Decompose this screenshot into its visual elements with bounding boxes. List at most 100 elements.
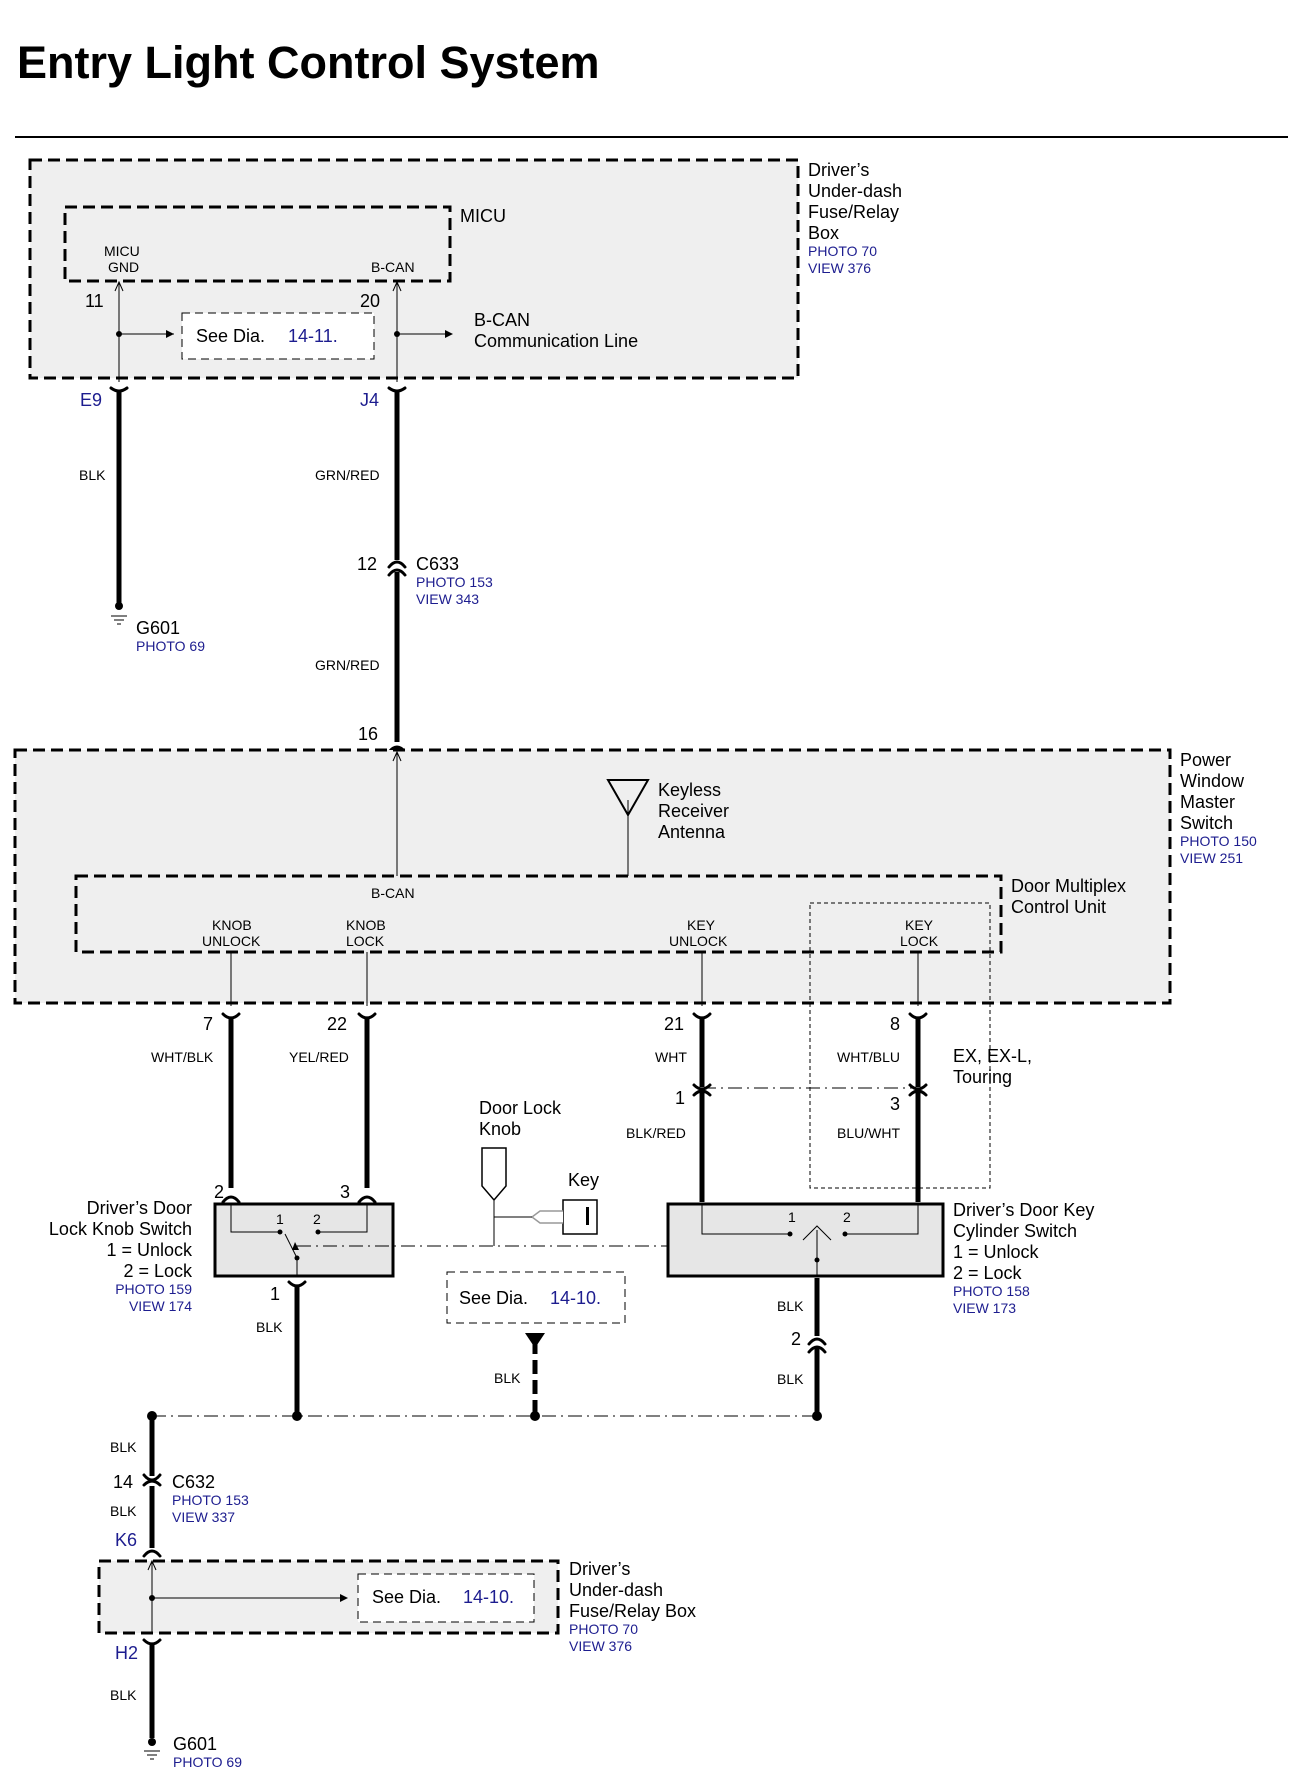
connector-c633-upper [387, 560, 407, 569]
top-box-label-2: Under-dash [808, 181, 902, 201]
junction-dot [530, 1411, 540, 1421]
top-box-view[interactable]: VIEW 376 [808, 260, 871, 276]
title-rule [15, 136, 1288, 138]
knob-switch-label-4: 2 = Lock [123, 1261, 193, 1281]
knob-switch-view[interactable]: VIEW 174 [129, 1298, 192, 1314]
wire-label-wht-blk: WHT/BLK [151, 1049, 214, 1065]
connector-key-pin3-b [908, 1089, 928, 1097]
micu-bcan-pin: B-CAN [371, 259, 415, 275]
wire-label-blk-lower-3: BLK [110, 1687, 137, 1703]
g601-lower-photo[interactable]: PHOTO 69 [173, 1754, 242, 1770]
pwms-label-2: Window [1180, 771, 1245, 791]
key-switch-wire-1 [701, 1204, 790, 1235]
see-dia-box-mid[interactable] [446, 1271, 626, 1324]
key-icon-slot [586, 1207, 589, 1225]
connector-key-pin3-a [908, 1083, 928, 1091]
pwms-photo[interactable]: PHOTO 150 [1180, 833, 1257, 849]
pin-7: 7 [203, 1014, 213, 1034]
connector-k6 [142, 1549, 162, 1558]
contact-dot [787, 1231, 793, 1237]
c632-pin: 14 [113, 1472, 133, 1492]
wire-label-blk-lower-2: BLK [110, 1503, 137, 1519]
see-dia-box-top[interactable] [181, 312, 375, 360]
dmcu-label-2: Control Unit [1011, 897, 1106, 917]
contact-dot [842, 1231, 848, 1237]
terminal-j4: J4 [360, 390, 379, 410]
c632-view[interactable]: VIEW 337 [172, 1509, 235, 1525]
option-boundary-box [809, 902, 991, 1189]
wire-label-blk-lower-1: BLK [110, 1439, 137, 1455]
pin-knob-unlock-1: KNOB [212, 917, 252, 933]
connector-h2 [142, 1638, 162, 1646]
c633-name: C633 [416, 554, 459, 574]
connector-pin8 [908, 1012, 928, 1020]
knob-switch-photo[interactable]: PHOTO 159 [115, 1281, 192, 1297]
key-cyl-view[interactable]: VIEW 173 [953, 1300, 1016, 1316]
antenna-label-3: Antenna [658, 822, 726, 842]
lower-box-label-2: Under-dash [569, 1580, 663, 1600]
wire-label-blk-knob: BLK [256, 1319, 283, 1335]
key-label: Key [568, 1170, 599, 1190]
wire-label-wht-blu: WHT/BLU [837, 1049, 900, 1065]
wire-label-blk-mid: BLK [494, 1370, 521, 1386]
arrowhead [147, 1559, 157, 1571]
g601-upper-photo[interactable]: PHOTO 69 [136, 638, 205, 654]
arrowhead [392, 750, 402, 762]
connector-c632-b [142, 1479, 162, 1487]
pwms-view[interactable]: VIEW 251 [1180, 850, 1243, 866]
key-contact-2: 2 [843, 1209, 851, 1225]
pin-11: 11 [85, 291, 104, 311]
see-dia-mid-ref[interactable]: 14-10. [550, 1288, 601, 1308]
c633-pin: 12 [357, 554, 377, 574]
key-pin-2: 2 [791, 1329, 801, 1349]
knob-pin-2: 2 [214, 1182, 224, 1202]
see-dia-box-lower[interactable] [357, 1573, 535, 1623]
arrowhead [114, 280, 124, 292]
knob-switch-label-1: Driver’s Door [87, 1198, 192, 1218]
lower-box-view[interactable]: VIEW 376 [569, 1638, 632, 1654]
top-box-photo[interactable]: PHOTO 70 [808, 243, 877, 259]
arrowhead [166, 330, 174, 338]
antenna-label-2: Receiver [658, 801, 729, 821]
connector-c633-lower [387, 568, 407, 577]
key-cyl-label-3: 1 = Unlock [953, 1242, 1040, 1262]
top-box-label-3: Fuse/Relay [808, 202, 899, 222]
pin-knob-lock-2: LOCK [346, 933, 385, 949]
wire-label-wht: WHT [655, 1049, 687, 1065]
pin-knob-lock-1: KNOB [346, 917, 386, 933]
g601-lower: G601 [173, 1734, 217, 1754]
connector-key-pin1-a [692, 1083, 712, 1091]
see-dia-top-ref[interactable]: 14-11. [288, 326, 338, 346]
door-key-cylinder-switch [666, 1202, 945, 1278]
key-blade-icon [530, 1210, 563, 1224]
page-title: Entry Light Control System [17, 37, 600, 88]
micu-gnd-pin-line2: GND [108, 259, 139, 275]
micu-label: MICU [460, 206, 506, 226]
dmcu-bcan-label: B-CAN [371, 885, 415, 901]
dmcu-label-1: Door Multiplex [1011, 876, 1126, 896]
knob-pin-1: 1 [270, 1284, 280, 1304]
key-cyl-label-2: Cylinder Switch [953, 1221, 1077, 1241]
c632-photo[interactable]: PHOTO 153 [172, 1492, 249, 1508]
key-side-pin1: 1 [675, 1088, 685, 1108]
c633-photo[interactable]: PHOTO 153 [416, 574, 493, 590]
terminal-e9: E9 [80, 390, 102, 410]
key-cyl-label-4: 2 = Lock [953, 1263, 1023, 1283]
knob-switch-wire-1 [230, 1204, 280, 1233]
option-note-2: Touring [953, 1067, 1012, 1087]
pin-key-unlock-1: KEY [687, 917, 716, 933]
pin-22: 22 [327, 1014, 347, 1034]
wire-label-grn-red-2: GRN/RED [315, 657, 380, 673]
wire-label-blk-key-a: BLK [777, 1298, 804, 1314]
lower-box-label-3: Fuse/Relay Box [569, 1601, 696, 1621]
connector-key-pin2-a [807, 1337, 827, 1346]
key-cyl-photo[interactable]: PHOTO 158 [953, 1283, 1030, 1299]
see-dia-lower-ref[interactable]: 14-10. [463, 1587, 514, 1607]
see-dia-lower-prefix: See Dia. [372, 1587, 441, 1607]
connector-pin21 [692, 1012, 712, 1020]
terminal-h2: H2 [115, 1643, 138, 1663]
connector-knob-pin2 [221, 1195, 241, 1204]
c633-view[interactable]: VIEW 343 [416, 591, 479, 607]
lower-box-photo[interactable]: PHOTO 70 [569, 1621, 638, 1637]
